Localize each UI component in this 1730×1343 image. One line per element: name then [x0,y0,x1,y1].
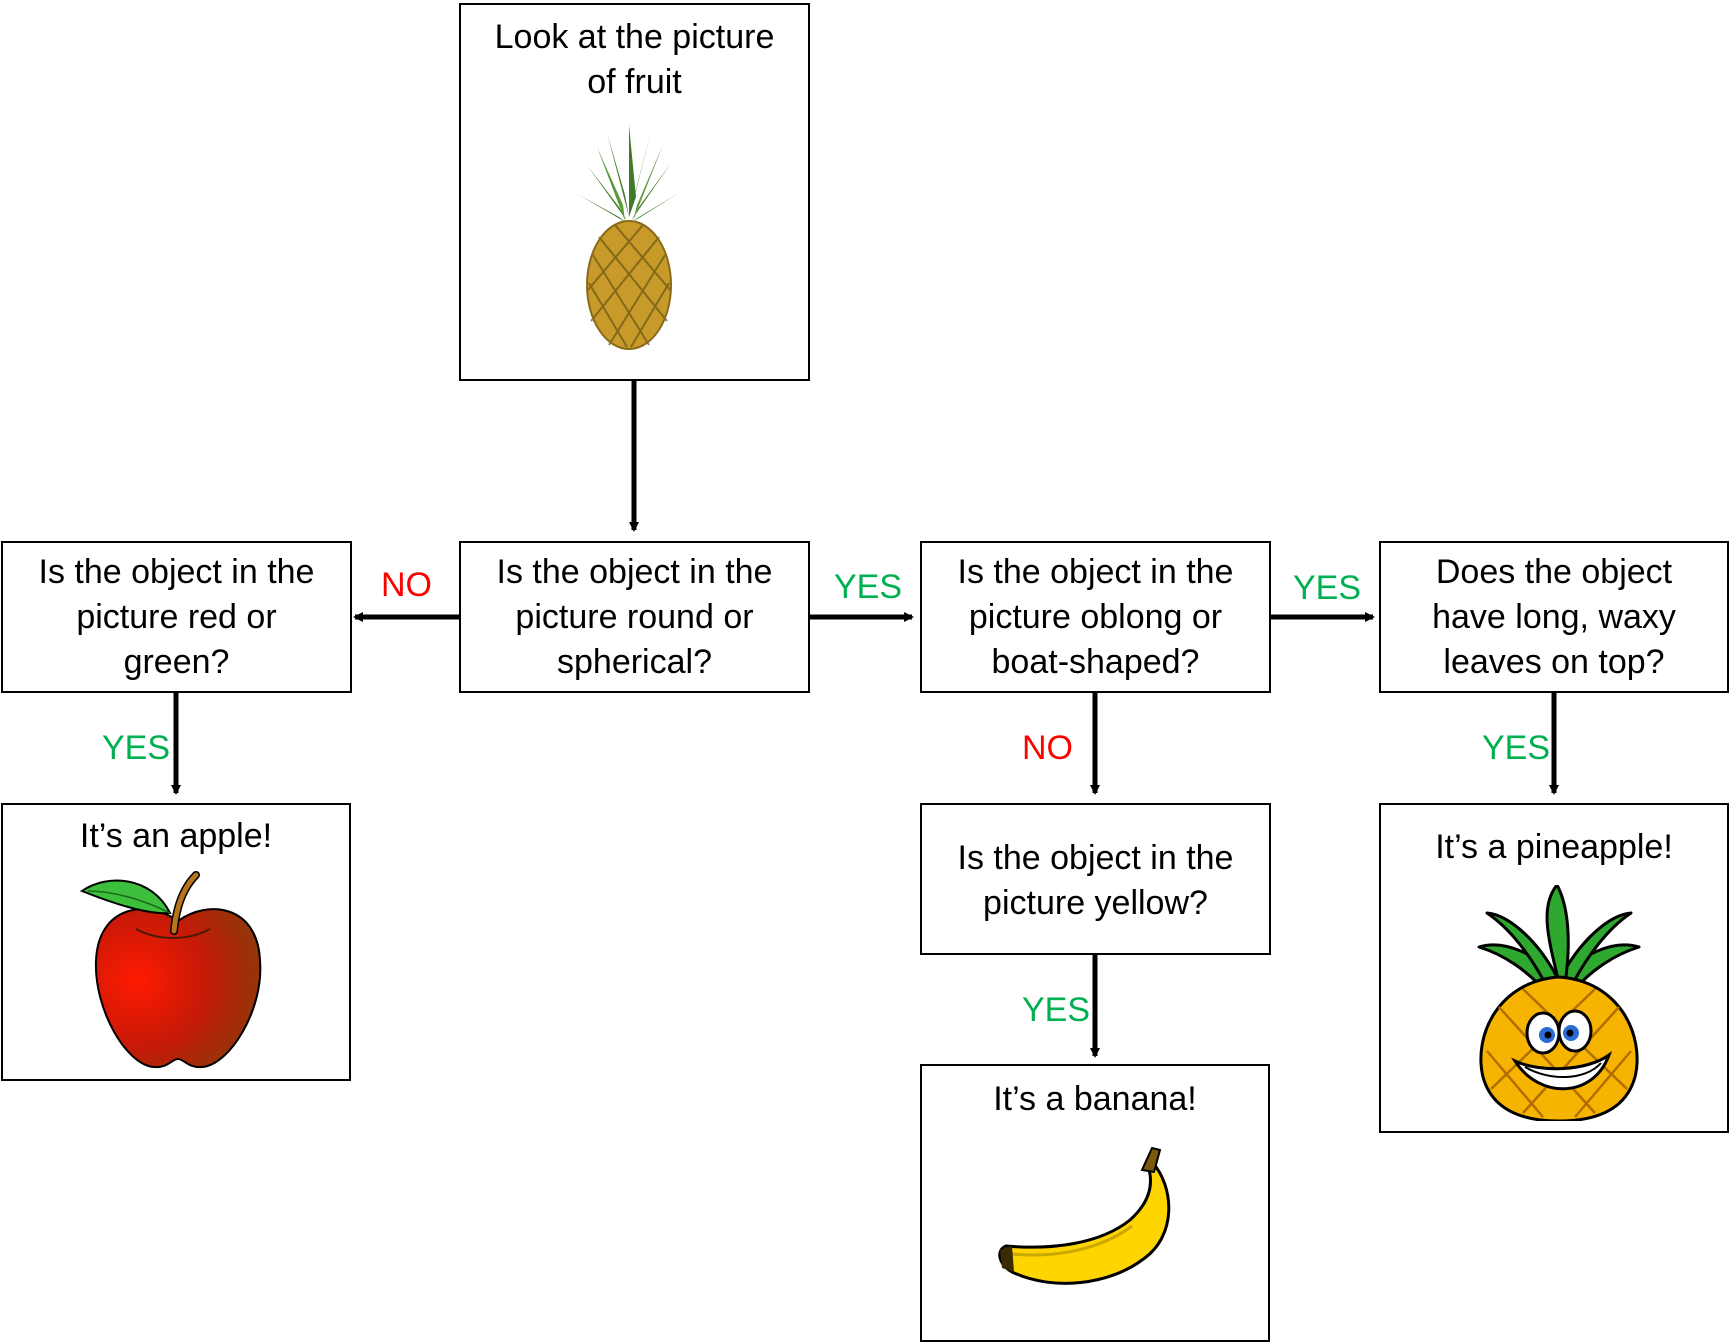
decision-yellow-line-1: Is the object in the [957,839,1234,877]
banana-icon [998,1146,1171,1285]
start-node-line-1: Look at the picture [494,18,775,56]
edge-label-yes: YES [834,568,903,606]
decision-yellow-line-2: picture yellow? [983,884,1208,922]
decision-redgreen-line-1: Is the object in the [38,553,315,591]
edge-label-no: NO [381,566,432,604]
decision-round-line-3: spherical? [557,643,712,681]
result-pineapple-node: It’s a pineapple! [1379,803,1729,1133]
edge-label-yes: YES [1482,729,1551,767]
decision-round-line-1: Is the object in the [496,553,773,591]
decision-round-line-2: picture round or [515,598,754,636]
pineapple-photo [579,125,679,350]
decision-leaves-node: Does the object have long, waxy leaves o… [1379,541,1729,693]
decision-yellow-node: Is the object in the picture yellow? [920,803,1271,955]
decision-leaves-line-2: have long, waxy [1432,598,1676,636]
decision-round-node: Is the object in the picture round or sp… [459,541,810,693]
start-node-line-2: of fruit [587,63,682,101]
apple-icon [79,871,262,1069]
result-apple-label: It’s an apple! [79,817,273,855]
decision-redgreen-line-2: picture red or [76,598,277,636]
result-apple-node: It’s an apple! [1,803,351,1081]
result-banana-node: It’s a banana! [920,1064,1270,1342]
decision-redgreen-node: Is the object in the picture red or gree… [1,541,352,693]
result-pineapple-label: It’s a pineapple! [1435,828,1673,866]
edge-label-yes: YES [102,729,171,767]
result-banana-label: It’s a banana! [993,1080,1197,1118]
edge-label-yes: YES [1293,569,1362,607]
cartoon-pineapple-icon [1477,885,1641,1121]
decision-oblong-node: Is the object in the picture oblong or b… [920,541,1271,693]
start-node: Look at the picture of fruit [459,3,810,381]
decision-leaves-line-1: Does the object [1435,553,1673,591]
decision-oblong-line-3: boat-shaped? [991,643,1200,681]
edge-label-no: NO [1022,729,1073,767]
edge-label-yes: YES [1022,991,1091,1029]
decision-redgreen-line-3: green? [123,643,230,681]
decision-leaves-line-3: leaves on top? [1443,643,1665,681]
decision-oblong-line-1: Is the object in the [957,553,1234,591]
decision-oblong-line-2: picture oblong or [968,598,1223,636]
